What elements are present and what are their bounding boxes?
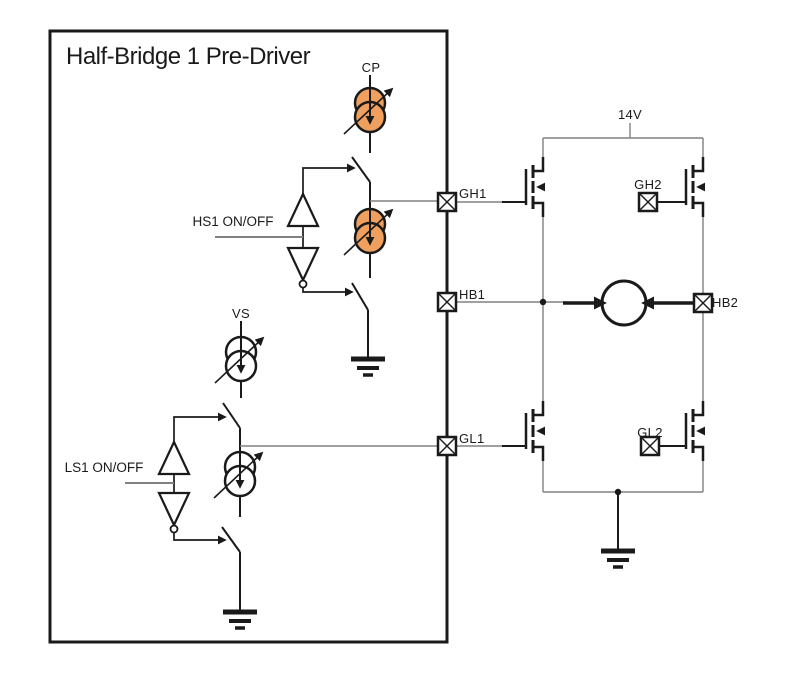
hs1-input-label: HS1 ON/OFF (192, 214, 273, 229)
hb1-pin (436, 291, 458, 313)
hs1-buffer-icon (286, 191, 320, 228)
ls1-driver-branch: VS LS1 ON/OFF (65, 306, 438, 628)
vs-current-source-top (215, 333, 263, 383)
pre-driver-box (48, 29, 449, 644)
ls1-buffer-icon (157, 439, 191, 476)
power-ground-symbol (601, 551, 635, 567)
hs1-ground-symbol (351, 359, 385, 375)
cp-label: CP (362, 60, 381, 75)
vs-current-source-bottom (214, 448, 262, 498)
hs1-driver-branch: CP HS1 ON/OFF (192, 60, 438, 375)
hb1-junction-dot (539, 298, 547, 306)
vs-label: VS (232, 306, 250, 321)
power-stage-wires (456, 123, 704, 493)
hs1-input-stage: HS1 ON/OFF (192, 163, 356, 297)
gh2-pin-label: GH2 (634, 177, 662, 192)
motor-load (563, 279, 694, 327)
ls1-pulldown-switch-blade (221, 526, 241, 553)
hb2-pin-label: HB2 (712, 295, 738, 310)
high-side-mosfet-1 (502, 157, 543, 217)
ls1-pullup-switch-blade (222, 402, 241, 429)
ls1-inverter-output-wire (173, 533, 227, 545)
hb2-pin (692, 292, 714, 314)
hs1-pullup-switch-blade (351, 156, 371, 183)
hs1-inverter-icon (286, 246, 320, 283)
gh2-pin (637, 191, 659, 213)
gl2-pin-label: GL2 (637, 425, 662, 440)
cp-current-source-bottom (344, 205, 392, 255)
gh1-pin (436, 191, 458, 213)
block-title: Half-Bridge 1 Pre-Driver (66, 43, 311, 70)
hs1-pulldown-switch-blade (351, 282, 369, 311)
gl1-pin (436, 435, 458, 457)
supply-voltage-label: 14V (618, 107, 642, 122)
ls1-buffer-output-wire (173, 412, 227, 443)
low-side-mosfet-1 (502, 401, 543, 461)
pre-driver-block: Half-Bridge 1 Pre-Driver (48, 29, 449, 644)
ls1-inverter-bubble (169, 524, 179, 534)
pins: GH1 HB1 GL1 GH2 HB2 GL2 (436, 177, 738, 457)
gh1-pin-label: GH1 (459, 186, 487, 201)
hs1-branch-wires (351, 75, 371, 357)
hb1-pin-label: HB1 (459, 287, 485, 302)
cp-current-source-top (344, 84, 392, 134)
hs1-buffer-output-wire (302, 163, 356, 194)
ls1-inverter-icon (157, 491, 191, 528)
ls1-ground-symbol (223, 612, 257, 628)
ls1-input-label: LS1 ON/OFF (65, 460, 144, 475)
gl1-pin-label: GL1 (459, 431, 484, 446)
motor-circle (600, 279, 648, 327)
ls1-input-stage: LS1 ON/OFF (65, 412, 227, 545)
power-stage: 14V (456, 107, 703, 567)
hs1-inverter-bubble (298, 279, 308, 289)
high-side-mosfet-2 (662, 157, 703, 217)
hs1-inverter-output-wire (302, 287, 354, 297)
low-side-mosfet-2 (662, 401, 703, 461)
